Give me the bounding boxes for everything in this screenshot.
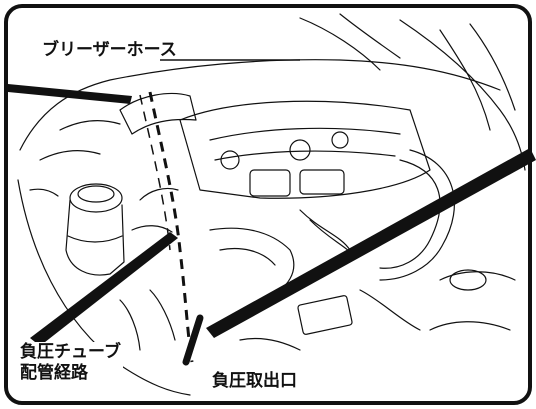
tube-route-label-line1: 負圧チューブ	[18, 342, 123, 363]
diagram-frame	[4, 4, 532, 405]
breather-pointer-arrow	[8, 84, 132, 104]
vacuum-port-pointer-arrow	[206, 148, 536, 338]
tube-route-label-line2: 配管経路	[18, 363, 123, 384]
tube-route-dashed-line	[148, 91, 194, 363]
tube-route-label: 負圧チューブ 配管経路	[16, 342, 125, 384]
tube-pointer-arrow	[30, 232, 178, 346]
breather-hose-label: ブリーザーホース	[40, 40, 179, 60]
engine-line-art	[17, 13, 526, 396]
tube-route-dashed-line-inner	[139, 94, 171, 251]
vacuum-port-label: 負圧取出口	[212, 371, 297, 391]
vacuum-tube-segment	[182, 314, 204, 366]
